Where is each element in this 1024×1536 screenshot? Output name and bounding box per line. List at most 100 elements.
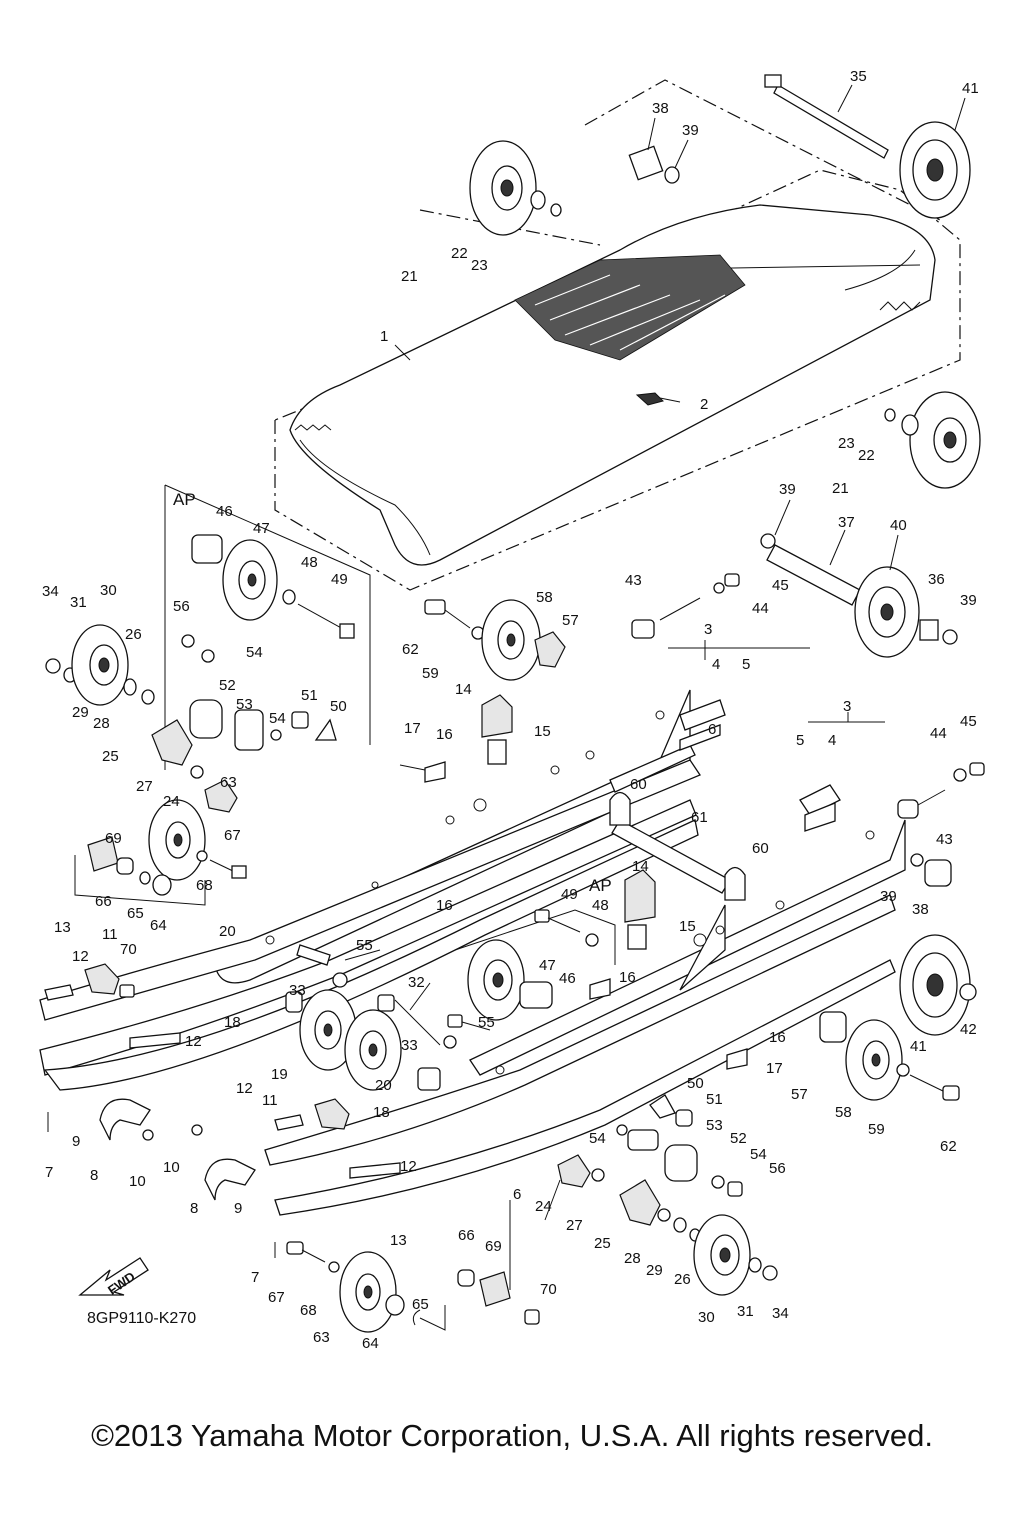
callout: 52 <box>219 677 236 694</box>
callout: 7 <box>251 1269 259 1286</box>
spacer-52-53 <box>181 634 337 751</box>
callout: 10 <box>129 1173 146 1190</box>
bolt-43-right <box>897 762 985 887</box>
callout: 34 <box>42 583 59 600</box>
idler-wheel-21-left <box>469 140 562 236</box>
callout: 37 <box>838 514 855 531</box>
callout: 14 <box>455 681 472 698</box>
callout: 54 <box>750 1146 767 1163</box>
callout: 14 <box>632 858 649 875</box>
callout: 58 <box>835 1104 852 1121</box>
callout: 36 <box>928 571 945 588</box>
drawing-code: 8GP9110-K270 <box>87 1310 196 1327</box>
callout: 59 <box>422 665 439 682</box>
callout: 15 <box>679 918 696 935</box>
callout: 23 <box>471 257 488 274</box>
callout: 69 <box>485 1238 502 1255</box>
rear-axle-37 <box>760 533 958 658</box>
callout: 32 <box>408 974 425 991</box>
callout: 60 <box>752 840 769 857</box>
callout: 49 <box>561 886 578 903</box>
track-belt <box>289 204 936 566</box>
callout: 5 <box>796 732 804 749</box>
callout: 64 <box>362 1335 379 1352</box>
callout: 49 <box>331 571 348 588</box>
callout: 63 <box>220 774 237 791</box>
callout: 8 <box>190 1200 198 1217</box>
stopper-14-upper <box>399 694 513 783</box>
leader-lines <box>344 84 966 1221</box>
slide-rail-right <box>264 819 906 1216</box>
callout: 27 <box>136 778 153 795</box>
callout: 12 <box>400 1158 417 1175</box>
callout: 56 <box>173 598 190 615</box>
callout: 66 <box>95 893 112 910</box>
callout: 35 <box>850 68 867 85</box>
callout: 22 <box>858 447 875 464</box>
callout: 63 <box>313 1329 330 1346</box>
callout: 30 <box>698 1309 715 1326</box>
callout: 44 <box>930 725 947 742</box>
callout: 41 <box>962 80 979 97</box>
arm-4-right <box>679 699 841 832</box>
callout: 16 <box>436 726 453 743</box>
callout: 58 <box>536 589 553 606</box>
spacer-52-lower <box>616 1094 743 1197</box>
callout: 15 <box>534 723 551 740</box>
callout: 57 <box>791 1086 808 1103</box>
callout: 53 <box>706 1117 723 1134</box>
callout: 6 <box>513 1186 521 1203</box>
callout: 31 <box>70 594 87 611</box>
callout: 16 <box>769 1029 786 1046</box>
callout: 4 <box>828 732 836 749</box>
wheel-58-upper <box>424 599 566 681</box>
callout: 68 <box>196 877 213 894</box>
callout: 2 <box>700 396 708 413</box>
bracket-69 <box>74 855 206 906</box>
wheel-47-ap <box>191 534 355 639</box>
callout: 39 <box>682 122 699 139</box>
callout: 11 <box>262 1092 278 1109</box>
callout: 56 <box>769 1160 786 1177</box>
wheels-19 <box>285 944 457 1091</box>
callout: 39 <box>880 888 897 905</box>
track-box-top <box>584 79 941 221</box>
callout: 3 <box>843 698 851 715</box>
wheel-41-right <box>899 934 977 1036</box>
callout: 13 <box>390 1232 407 1249</box>
callout: 29 <box>72 704 89 721</box>
callout: 67 <box>268 1289 285 1306</box>
callout: 51 <box>301 687 318 704</box>
callout: 13 <box>54 919 71 936</box>
ap-box-left <box>164 484 371 770</box>
callout: 60 <box>630 776 647 793</box>
arm-25-left <box>151 719 238 813</box>
callout: 20 <box>219 923 236 940</box>
callout: 7 <box>45 1164 53 1181</box>
callout: 48 <box>301 554 318 571</box>
callout: 67 <box>224 827 241 844</box>
callout: 62 <box>940 1138 957 1155</box>
callout: 6 <box>708 721 716 738</box>
callout: 70 <box>540 1281 557 1298</box>
callout: 21 <box>401 268 418 285</box>
callout: 65 <box>127 905 144 922</box>
copyright-notice: ©2013 Yamaha Motor Corporation, U.S.A. A… <box>91 1418 933 1453</box>
block-69-left <box>87 836 172 896</box>
callout: 69 <box>105 830 122 847</box>
callout: 17 <box>766 1060 783 1077</box>
callout: 57 <box>562 612 579 629</box>
callout: 26 <box>125 626 142 643</box>
bolt-43-upper <box>631 573 740 639</box>
wheel-58-lower <box>726 1011 960 1101</box>
callout: 17 <box>404 720 421 737</box>
callout: 21 <box>832 480 849 497</box>
callout: 61 <box>691 809 708 826</box>
wheel-47-center <box>447 909 599 1031</box>
callout: 34 <box>772 1305 789 1322</box>
callout: 16 <box>619 969 636 986</box>
callout: 26 <box>674 1271 691 1288</box>
callout: 38 <box>912 901 929 918</box>
callout: 40 <box>890 517 907 534</box>
